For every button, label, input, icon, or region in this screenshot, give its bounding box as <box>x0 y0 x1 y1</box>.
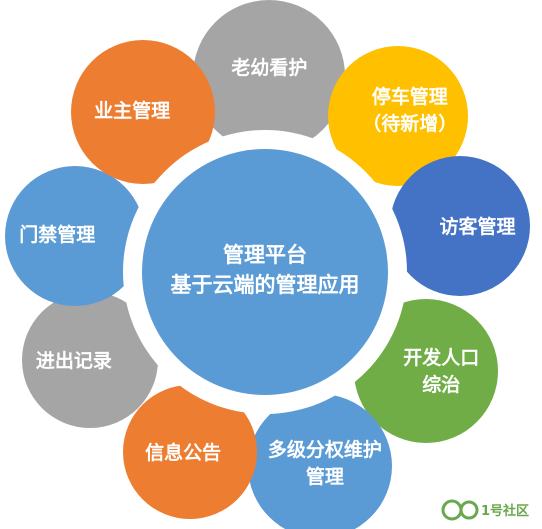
petal-announcements-circle <box>123 385 257 519</box>
petal-access-log: 进出记录 <box>22 292 158 428</box>
petal-owner-label: 业主管理 <box>94 99 170 122</box>
petal-permissions-label: 多级分权维护 <box>268 438 382 461</box>
watermark: 1号社区 <box>441 499 529 521</box>
petal-access-control-label: 门禁管理 <box>19 223 95 246</box>
center-hub: 管理平台 基于云端的管理应用 <box>123 130 407 414</box>
watermark-text: 1号社区 <box>481 503 529 519</box>
petal-access-log-label: 进出记录 <box>36 349 112 372</box>
petal-parking: 停车管理 （待新增） <box>328 46 468 186</box>
center-title: 管理平台 <box>223 243 307 267</box>
petal-permissions-circle <box>248 394 392 529</box>
petal-owner: 业主管理 <box>71 40 215 184</box>
petal-parking-circle <box>328 46 468 186</box>
petal-access-control-circle <box>5 166 145 306</box>
petal-visitor-circle <box>390 156 530 296</box>
oe-logo-icon <box>441 499 479 521</box>
petal-population-label-line2: 综治 <box>422 373 460 396</box>
petal-announcements-label: 信息公告 <box>145 441 221 464</box>
petal-visitor: 访客管理 <box>390 156 530 296</box>
petal-elderly-care-label: 老幼看护 <box>231 56 307 79</box>
petal-population-label: 开发人口 <box>403 346 479 369</box>
petal-announcements: 信息公告 <box>123 385 257 519</box>
petal-permissions-label-line2: 管理 <box>306 465 344 488</box>
petal-owner-circle <box>71 40 215 184</box>
petal-parking-label-line2: （待新增） <box>362 112 457 135</box>
petal-visitor-label: 访客管理 <box>439 215 515 238</box>
center-subtitle: 基于云端的管理应用 <box>171 273 360 297</box>
petal-access-control: 门禁管理 <box>5 166 145 306</box>
petal-parking-label: 停车管理 <box>372 85 448 108</box>
center-circle <box>142 149 388 395</box>
petal-elderly-care-circle <box>193 0 345 152</box>
petal-elderly-care: 老幼看护 <box>193 0 345 152</box>
petal-access-log-circle <box>22 292 158 428</box>
